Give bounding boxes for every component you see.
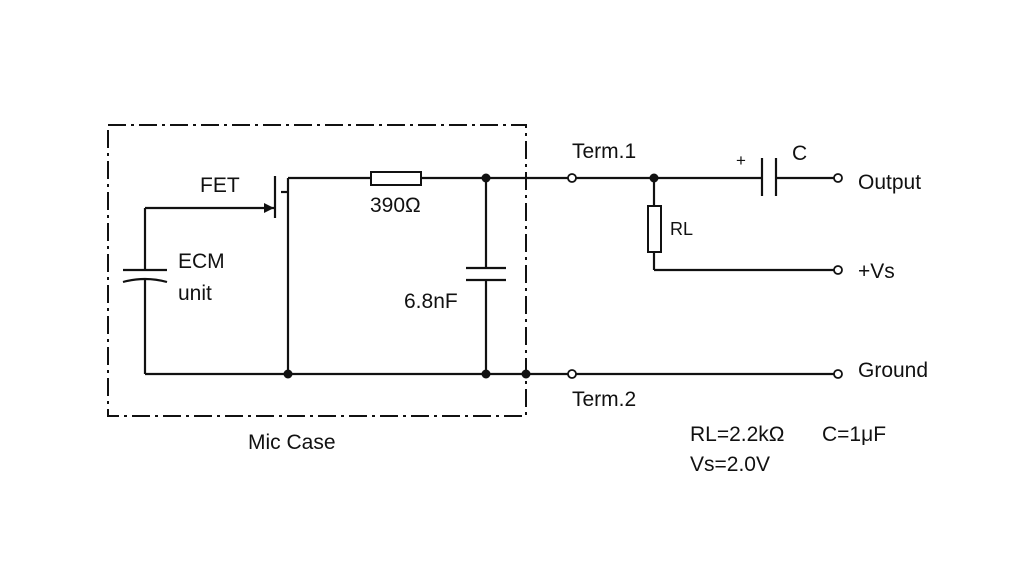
ecm-unit-symbol [122, 208, 168, 374]
terminal-term2 [567, 369, 577, 379]
label-ground: Ground [858, 359, 928, 382]
label-ecm: ECM [178, 250, 225, 273]
fet-symbol [145, 176, 290, 374]
label-term2: Term.2 [572, 388, 636, 411]
label-load-resistor: RL [670, 219, 693, 239]
resistor-390 [370, 171, 422, 186]
label-plus: + [736, 151, 746, 170]
label-term1: Term.1 [572, 140, 636, 163]
spec-rl: RL=2.2kΩ [690, 423, 785, 446]
capacitor-6-8nf [466, 178, 506, 374]
junction-dot [283, 369, 293, 379]
label-vs: +Vs [858, 260, 895, 283]
label-fet: FET [200, 174, 240, 197]
terminal-ground [833, 369, 843, 379]
label-mic-case: Mic Case [248, 431, 336, 454]
mic-case-boundary [107, 124, 527, 417]
label-capacitor: 6.8nF [404, 290, 458, 313]
label-output: Output [858, 171, 921, 194]
terminal-term1 [567, 173, 577, 183]
spec-c: C=1μF [822, 423, 886, 446]
resistor-rl [647, 178, 838, 272]
junction-dot [481, 173, 491, 183]
capacitor-c [760, 158, 838, 196]
label-unit: unit [178, 282, 212, 305]
label-output-cap: C [792, 142, 807, 165]
junction-dot [649, 173, 659, 183]
spec-vs: Vs=2.0V [690, 453, 770, 476]
label-resistor: 390Ω [370, 194, 421, 217]
terminal-output [833, 173, 843, 183]
terminal-vs [833, 265, 843, 275]
junction-dot [521, 369, 531, 379]
junction-dot [481, 369, 491, 379]
